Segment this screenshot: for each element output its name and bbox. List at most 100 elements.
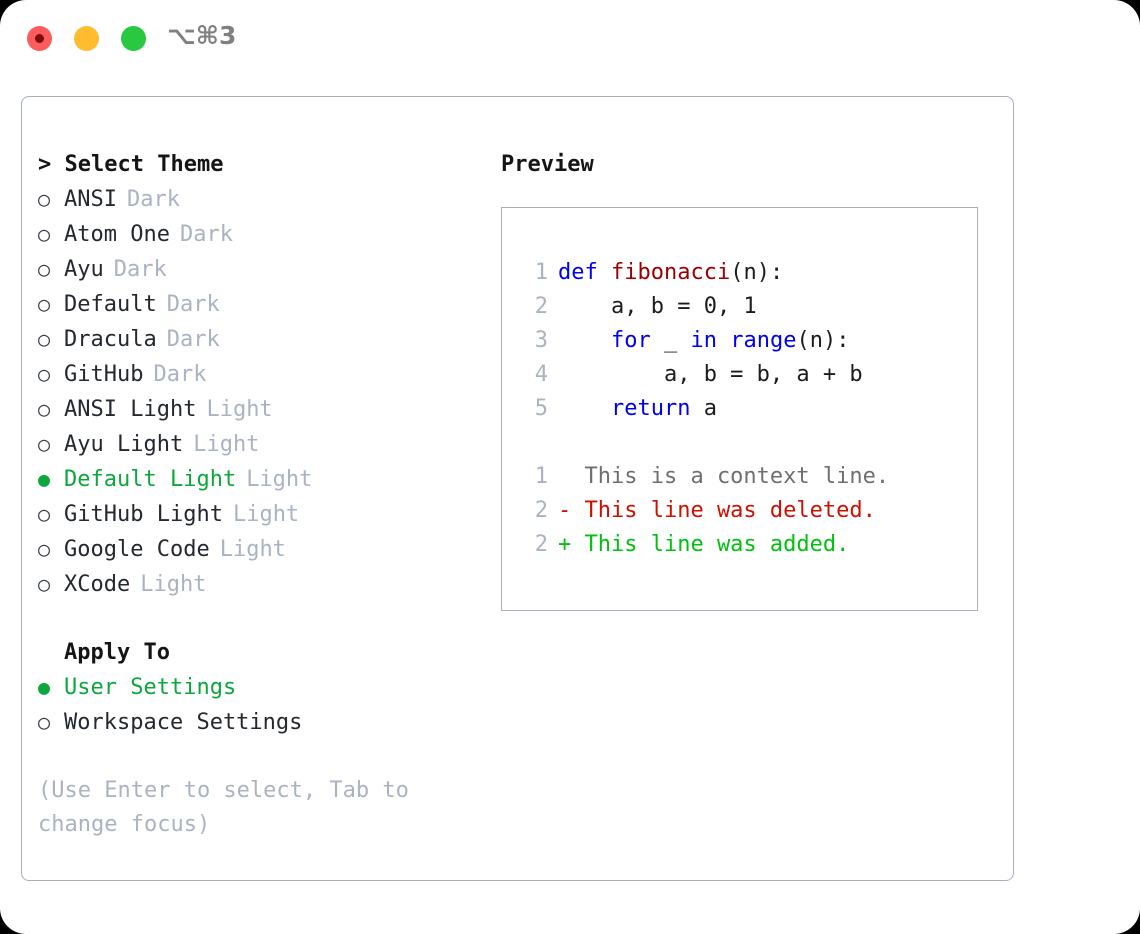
code-line-number: 1 (534, 260, 548, 285)
apply-to-header: Apply To (38, 636, 488, 670)
theme-option-label: Ayu (64, 257, 104, 282)
code-token-plain (558, 396, 611, 421)
code-line: 3 for _ in range(n): (520, 324, 977, 358)
code-token-keyword: in range (690, 328, 797, 353)
theme-option-atom-one[interactable]: ○ Atom One Dark (38, 217, 488, 252)
code-line: 5 return a (520, 392, 977, 426)
theme-variant-tag: Light (219, 537, 286, 562)
diff-sample: 1 This is a context line.2- This line wa… (520, 460, 977, 562)
theme-option-ayu[interactable]: ○ Ayu Dark (38, 252, 488, 287)
keyboard-shortcut-label: ⌥⌘3 (167, 21, 237, 50)
theme-variant-tag: Light (232, 502, 300, 527)
code-token-keyword: return (610, 396, 691, 421)
code-diff-separator (520, 426, 977, 460)
apply-to-header-gutter (38, 636, 64, 670)
apply-to-option-workspace-settings[interactable]: ○Workspace Settings (38, 705, 488, 740)
theme-option-label: XCode (64, 572, 131, 597)
list-spacer (38, 602, 488, 636)
theme-option-label: Dracula (64, 327, 157, 352)
code-token-function: fibonacci (610, 260, 731, 285)
code-line: 2 a, b = 0, 1 (520, 290, 977, 324)
radio-unselected-icon: ○ (38, 292, 51, 316)
radio-unselected-icon: ○ (38, 222, 51, 246)
page-title: > Select Theme (38, 148, 488, 182)
radio-unselected-icon: ○ (38, 327, 51, 351)
page-title-text: Select Theme (64, 152, 224, 177)
code-line: 4 a, b = b, a + b (520, 358, 977, 392)
theme-variant-tag: Light (206, 397, 273, 422)
theme-option-github[interactable]: ○ GitHub Dark (38, 357, 488, 392)
code-line-source: a, b = 0, 1 (558, 290, 757, 324)
diff-line-text: This is a context line. (558, 464, 890, 489)
radio-unselected-icon: ○ (38, 710, 51, 734)
diff-line-number: 2 (534, 532, 548, 557)
apply-to-option-list: ●User Settings○Workspace Settings (38, 670, 488, 740)
code-line-number: 4 (534, 362, 548, 387)
diff-line-text: + This line was added. (558, 532, 850, 557)
diff-line-added: 2 + This line was added. (520, 528, 977, 562)
close-window-button[interactable] (27, 26, 52, 51)
theme-option-label: GitHub (64, 362, 144, 387)
code-line-source: for _ in range(n): (558, 324, 849, 358)
theme-variant-tag: Dark (166, 327, 220, 352)
radio-unselected-icon: ○ (38, 187, 51, 211)
radio-unselected-icon: ○ (38, 537, 51, 561)
apply-to-header-label: Apply To (64, 640, 170, 665)
diff-line-text: - This line was deleted. (558, 498, 876, 523)
theme-option-label: Default (64, 292, 157, 317)
theme-option-dracula[interactable]: ○ Dracula Dark (38, 322, 488, 357)
diff-line-deleted: 2- This line was deleted. (520, 494, 977, 528)
code-token-keyword: def (558, 260, 611, 285)
theme-option-ayu-light[interactable]: ○ Ayu Light Light (38, 427, 488, 462)
code-token-plain: _ (650, 328, 691, 353)
diff-line-number: 1 (534, 464, 548, 489)
theme-variant-tag: Dark (113, 257, 167, 282)
radio-unselected-icon: ○ (38, 502, 51, 526)
theme-variant-tag: Dark (179, 222, 233, 247)
code-line-number: 3 (534, 328, 548, 353)
apply-to-option-label: User Settings (64, 675, 237, 700)
code-token-plain: a, b = b, a + b (558, 362, 863, 387)
radio-unselected-icon: ○ (38, 432, 51, 456)
radio-unselected-icon: ○ (38, 362, 51, 386)
prompt-caret-icon: > (38, 152, 65, 177)
theme-option-google-code[interactable]: ○ Google Code Light (38, 532, 488, 567)
code-token-plain: (n): (730, 260, 784, 285)
apply-to-option-user-settings[interactable]: ●User Settings (38, 670, 488, 705)
theme-option-label: Google Code (64, 537, 210, 562)
theme-option-label: Ayu Light (64, 432, 184, 457)
minimize-window-button[interactable] (74, 26, 99, 51)
code-line-source: return a (558, 392, 717, 426)
radio-unselected-icon: ○ (38, 257, 51, 281)
code-token-plain: a (690, 396, 717, 421)
theme-option-label: ANSI Light (64, 397, 197, 422)
preview-title: Preview (501, 152, 594, 177)
radio-unselected-icon: ○ (38, 572, 51, 596)
code-token-keyword: for (610, 328, 651, 353)
theme-variant-tag: Light (246, 467, 313, 492)
theme-variant-tag: Light (193, 432, 260, 457)
maximize-window-button[interactable] (121, 26, 146, 51)
keyboard-hint: (Use Enter to select, Tab to change focu… (38, 778, 423, 837)
code-token-plain (558, 328, 611, 353)
radio-selected-icon: ● (38, 467, 51, 491)
theme-variant-tag: Dark (153, 362, 207, 387)
code-line-number: 2 (534, 294, 548, 319)
code-line-source: a, b = b, a + b (558, 358, 863, 392)
window-titlebar: ⌥⌘3 (0, 0, 1140, 78)
traffic-light-group (27, 26, 146, 51)
theme-option-label: Atom One (64, 222, 170, 247)
